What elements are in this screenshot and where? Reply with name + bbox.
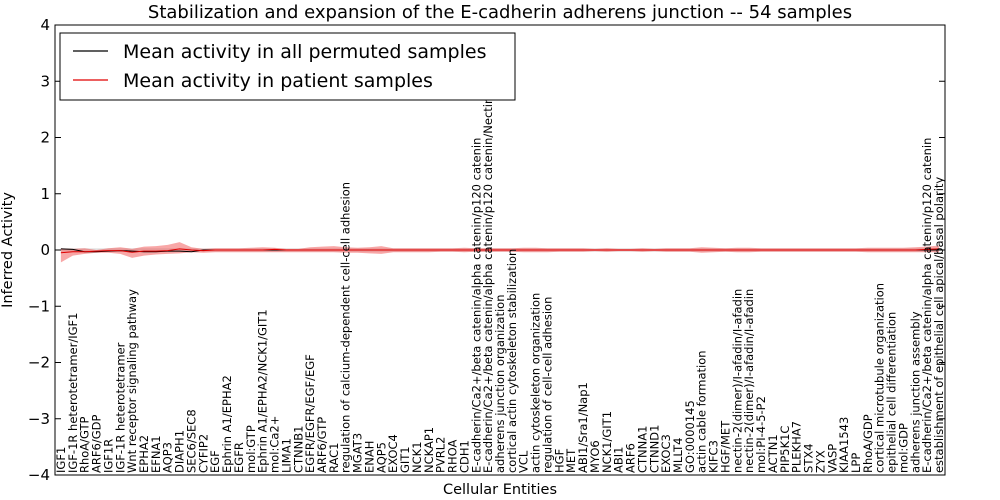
x-tick-label: EPHA2: [137, 435, 151, 473]
x-tick-label: GIT1: [398, 446, 412, 473]
x-tick-label: IGF-1R heterotetramer/IGF1: [66, 313, 80, 473]
x-tick-label: SEC6/SEC8: [185, 409, 199, 473]
legend: Mean activity in all permuted samples Me…: [59, 32, 516, 101]
x-tick-label: ABI1/Sra1/Nap1: [576, 382, 590, 473]
x-tick-label: HGF: [552, 449, 566, 473]
x-tick-label: nectin-2(dimer)/I-afadin/I-afadin: [730, 289, 744, 473]
x-tick-label: CDH1: [457, 440, 471, 473]
x-tick-label: CTNNB1: [291, 426, 305, 473]
x-tick-label: NCK1/GIT1: [600, 411, 614, 473]
y-tick-label: −2: [28, 354, 50, 372]
y-axis-title: Inferred Activity: [0, 192, 16, 308]
x-tick-label: EGFR/EGFR/EGF/EGF: [303, 354, 317, 473]
y-tick-label: −3: [28, 410, 50, 428]
x-tick-label: RhoA/GTP: [78, 416, 92, 473]
x-tick-label: AQP5: [374, 442, 388, 473]
legend-label-patient: Mean activity in patient samples: [123, 70, 433, 92]
x-tick-label: CTNND1: [647, 425, 661, 473]
legend-frame: [59, 32, 516, 101]
y-tick-label: 0: [40, 241, 50, 259]
x-tick-label: regulation of cell-cell adhesion: [541, 297, 555, 473]
y-tick-label: 2: [40, 129, 50, 147]
x-tick-label: LPP: [849, 453, 863, 473]
x-tick-label: nectin-2(dimer)/I-afadin/I-afadin: [742, 289, 756, 473]
x-tick-label: ACTN1: [766, 434, 780, 473]
y-tick-label: −4: [28, 466, 50, 484]
x-tick-label: EFNA1: [149, 435, 163, 473]
x-tick-label: actin cable formation: [695, 350, 709, 473]
x-tick-label: ARF6/GTP: [315, 417, 329, 473]
x-tick-label: EXOC4: [386, 434, 400, 473]
x-tick-label: GO:0000145: [683, 400, 697, 473]
y-tick-label: 1: [40, 185, 50, 203]
x-tick-label: KIAA1543: [837, 417, 851, 473]
x-tick-label: adherens junction organization: [493, 295, 507, 473]
x-tick-label: ENAH: [363, 441, 377, 473]
x-tick-label: KIFC3: [707, 440, 721, 473]
x-tick-label: LIMA1: [279, 438, 293, 473]
x-tick-label: RAC1: [327, 442, 341, 473]
series-line-patient: [60, 248, 940, 254]
x-tick-label: IGF-1R heterotetramer: [113, 342, 127, 473]
x-tick-label: E-cadherin/Ca2+/beta catenin/alpha caten…: [469, 138, 483, 473]
x-tick-label: Ephrin A1/EPHA2/NCK1/GIT1: [256, 309, 270, 473]
x-axis-title: Cellular Entities: [443, 482, 557, 498]
x-tick-label: EGF: [208, 450, 222, 473]
x-tick-label: RhoA/GDP: [861, 414, 875, 473]
x-tick-label: STX4: [802, 443, 816, 473]
x-tick-label: MYO6: [588, 440, 602, 473]
x-tick-label: MGAT3: [351, 433, 365, 473]
x-tick-label: CTNNA1: [635, 426, 649, 473]
x-tick-label: VASP: [825, 444, 839, 473]
x-tick-label: IGF1R: [101, 439, 115, 473]
x-tick-label: ABI1: [612, 447, 626, 473]
x-tick-label: ARF6/GDP: [90, 415, 104, 473]
x-tick-label: Wnt receptor signaling pathway: [125, 289, 139, 473]
x-tick-label: PLEKHA7: [790, 421, 804, 473]
x-tick-label: mol:Ca2+: [268, 416, 282, 473]
y-tick-label: −1: [28, 297, 50, 315]
x-tick-label: establishment of epithelial cell apical/…: [932, 177, 946, 473]
x-tick-label: epithelial cell differentiation: [885, 312, 899, 473]
x-tick-label: cortical actin cytoskeleton stabilizatio…: [505, 249, 519, 473]
x-tick-label: AQP3: [161, 442, 175, 473]
y-tick-label: 4: [40, 16, 50, 34]
x-tick-label: mol:GDP: [897, 423, 911, 473]
x-tick-label: IGF1: [54, 447, 68, 473]
x-tick-label: MLLT4: [671, 438, 685, 474]
x-tick-label: EGFR: [232, 442, 246, 473]
x-tick-label: HGF/MET: [719, 420, 733, 473]
x-tick-label: PIP5K1C: [778, 426, 792, 473]
x-tick-label: adherens junction assembly: [908, 311, 922, 473]
x-tick-label: regulation of calcium-dependent cell-cel…: [339, 182, 353, 473]
x-tick-label: ARF6: [624, 443, 638, 473]
y-tick-label: 3: [40, 72, 50, 90]
x-tick-label: E-cadherin/Ca2+/beta catenin/alpha caten…: [920, 138, 934, 473]
x-tick-label: PVRL2: [434, 437, 448, 474]
chart-title: Stabilization and expansion of the E-cad…: [148, 2, 852, 23]
x-tick-label: NCKAP1: [422, 427, 436, 473]
x-tick-label: DIAPH1: [173, 430, 187, 473]
x-tick-label: actin cytoskeleton organization: [529, 293, 543, 473]
x-tick-label: CYFIP2: [196, 434, 210, 473]
x-tick-label: Ephrin A1/EPHA2: [220, 375, 234, 473]
x-tick-label: mol:PI-4-5-P2: [754, 396, 768, 473]
x-tick-label: RHOA: [446, 439, 460, 472]
x-tick-label: E-cadherin/Ca2+/beta catenin/alpha caten…: [481, 97, 495, 473]
x-tick-label: ZYX: [813, 450, 827, 473]
x-tick-label: cortical microtubule organization: [873, 283, 887, 473]
x-tick-label: NCK1: [410, 441, 424, 473]
x-tick-label: MET: [564, 448, 578, 473]
patient-samples-band: [60, 242, 940, 263]
x-tick-label: mol:GTP: [244, 425, 258, 473]
x-tick-label: EXOC3: [659, 434, 673, 473]
legend-label-permuted: Mean activity in all permuted samples: [123, 41, 486, 63]
x-tick-label: VCL: [517, 450, 531, 473]
